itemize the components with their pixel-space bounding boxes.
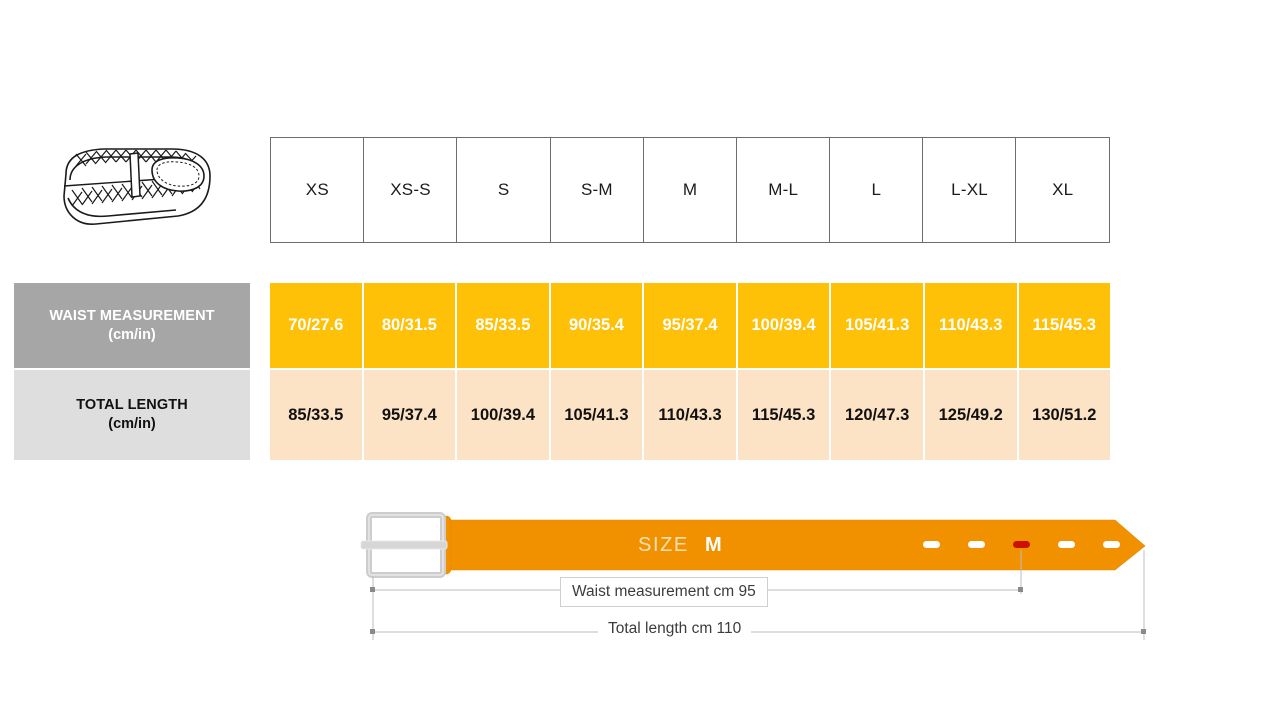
belt-holes	[923, 541, 1120, 548]
waist-cell: 100/39.4	[737, 283, 832, 368]
row-label-waist-measurement: WAIST MEASUREMENT (cm/in)	[14, 283, 250, 368]
belt-buckle	[360, 512, 448, 578]
row-label-unit: (cm/in)	[108, 416, 156, 432]
total-length-row: 85/33.5 95/37.4 100/39.4 105/41.3 110/43…	[270, 370, 1111, 460]
row-label-title: TOTAL LENGTH	[76, 397, 188, 414]
row-label-unit: (cm/in)	[108, 326, 156, 343]
size-header-cell: L-XL	[922, 137, 1017, 243]
waist-cell: 70/27.6	[270, 283, 364, 368]
size-header-cell: S-M	[549, 137, 645, 243]
belt-size-caption: SIZE	[638, 534, 689, 556]
braided-belt-icon	[52, 140, 220, 240]
waist-cell: 85/33.5	[457, 283, 551, 368]
row-label-title: WAIST MEASUREMENT	[49, 307, 215, 324]
length-cell: 95/37.4	[363, 370, 458, 460]
size-header-row: XS XS-S S S-M M M-L L L-XL XL	[270, 137, 1111, 243]
size-header-cell: XS-S	[363, 137, 458, 243]
length-cell: 105/41.3	[550, 370, 645, 460]
waist-cell: 105/41.3	[831, 283, 925, 368]
total-length-dimension-label: Total length cm 110	[598, 618, 752, 640]
total-length-dimension-line	[370, 629, 1146, 634]
length-cell: 85/33.5	[270, 370, 364, 460]
length-cell: 115/45.3	[737, 370, 832, 460]
size-header-cell: XS	[270, 137, 365, 243]
length-cell: 120/47.3	[831, 370, 925, 460]
size-header-cell: L	[829, 137, 924, 243]
belt-measurement-diagram: SIZE M	[355, 498, 1155, 658]
size-header-cell: M-L	[735, 137, 831, 243]
length-cell: 125/49.2	[924, 370, 1019, 460]
waist-cell: 115/45.3	[1018, 283, 1111, 368]
size-header-cell: S	[456, 137, 552, 243]
waist-cell: 90/35.4	[550, 283, 645, 368]
waist-measurement-row: 70/27.6 80/31.5 85/33.5 90/35.4 95/37.4 …	[270, 283, 1111, 368]
size-header-cell: M	[642, 137, 738, 243]
length-cell: 100/39.4	[457, 370, 551, 460]
length-cell: 130/51.2	[1018, 370, 1111, 460]
belt-size-value: M	[705, 534, 722, 556]
waist-cell: 110/43.3	[924, 283, 1019, 368]
row-label-total-length: TOTAL LENGTH (cm/in)	[14, 370, 250, 460]
waist-dimension-label: Waist measurement cm 95	[560, 577, 768, 607]
waist-cell: 95/37.4	[644, 283, 738, 368]
belt-strap	[442, 519, 1146, 571]
size-header-cell: XL	[1015, 137, 1111, 243]
waist-cell: 80/31.5	[363, 283, 458, 368]
length-cell: 110/43.3	[644, 370, 738, 460]
